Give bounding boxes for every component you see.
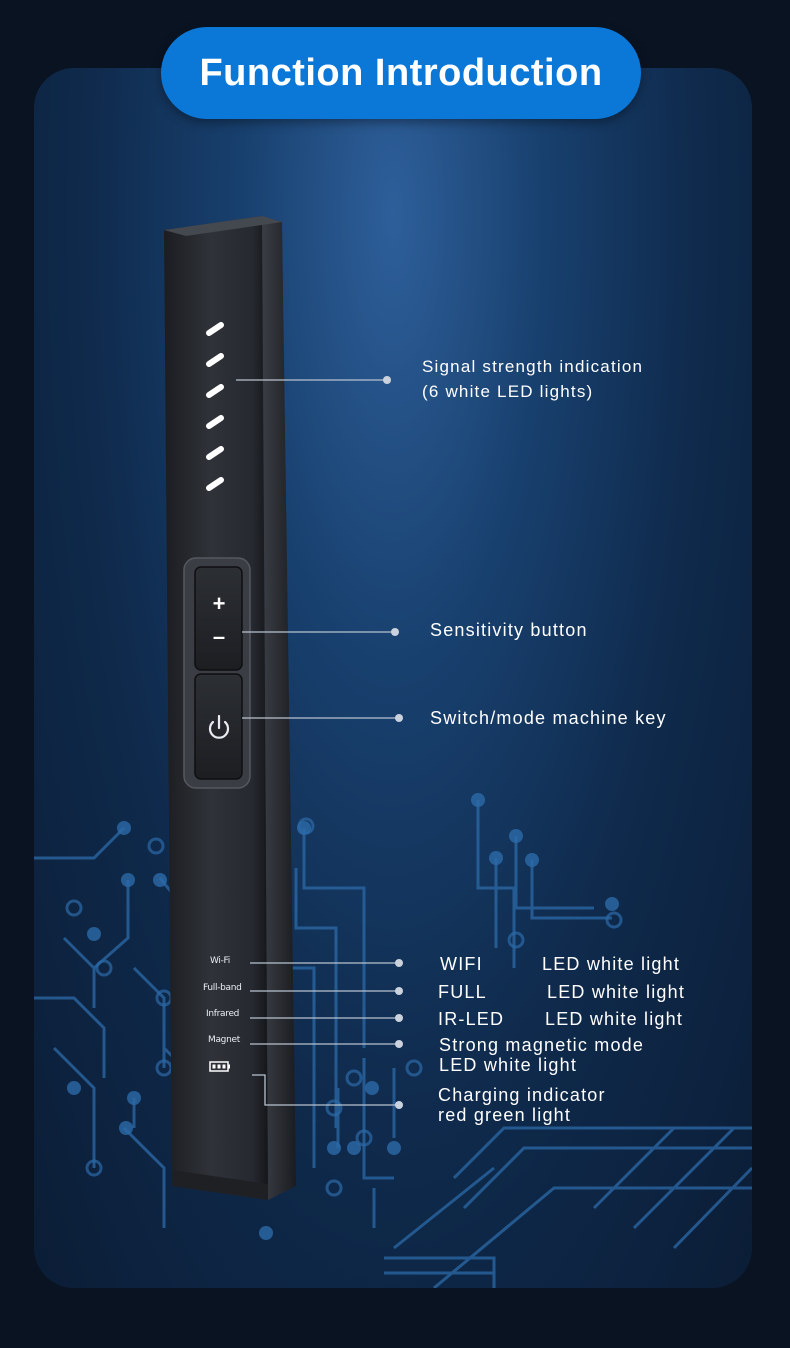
wifi-desc: LED white light <box>542 954 681 974</box>
indicator-wifi: Wi-Fi <box>210 956 230 966</box>
battery-icon <box>209 1061 230 1072</box>
signal-label-1: Signal strength indication <box>422 357 644 376</box>
sensitivity-button[interactable] <box>194 566 243 671</box>
indicator-magnet: Magnet <box>208 1035 240 1045</box>
indicator-fullband: Full-band <box>203 983 242 993</box>
charge-label-1: Charging indicator <box>438 1085 606 1105</box>
ir-name: IR-LED <box>438 1009 505 1029</box>
magnet-label-1: Strong magnetic mode <box>439 1035 645 1055</box>
plus-label: + <box>212 591 226 616</box>
power-icon <box>208 714 230 739</box>
switch-label: Switch/mode machine key <box>430 708 667 728</box>
minus-label: – <box>212 624 226 649</box>
callout-line-charge <box>252 1074 398 1106</box>
signal-led <box>206 322 224 336</box>
signal-led <box>206 446 224 460</box>
signal-led <box>206 353 224 367</box>
signal-led <box>206 477 224 491</box>
sensitivity-label: Sensitivity button <box>430 620 588 640</box>
full-name: FULL <box>438 982 487 1002</box>
full-desc: LED white light <box>547 982 686 1002</box>
background-panel <box>34 68 752 1288</box>
ir-desc: LED white light <box>545 1009 684 1029</box>
signal-led-group <box>206 322 224 491</box>
page-title: Function Introduction <box>161 27 641 119</box>
signal-led <box>206 384 224 398</box>
indicator-infrared: Infrared <box>206 1009 240 1019</box>
signal-label-2: (6 white LED lights) <box>422 382 594 401</box>
magnet-label-2: LED white light <box>439 1055 578 1075</box>
device-side-edge <box>262 216 296 1200</box>
signal-led <box>206 415 224 429</box>
charge-label-2: red green light <box>438 1105 572 1125</box>
wifi-name: WIFI <box>440 954 483 974</box>
